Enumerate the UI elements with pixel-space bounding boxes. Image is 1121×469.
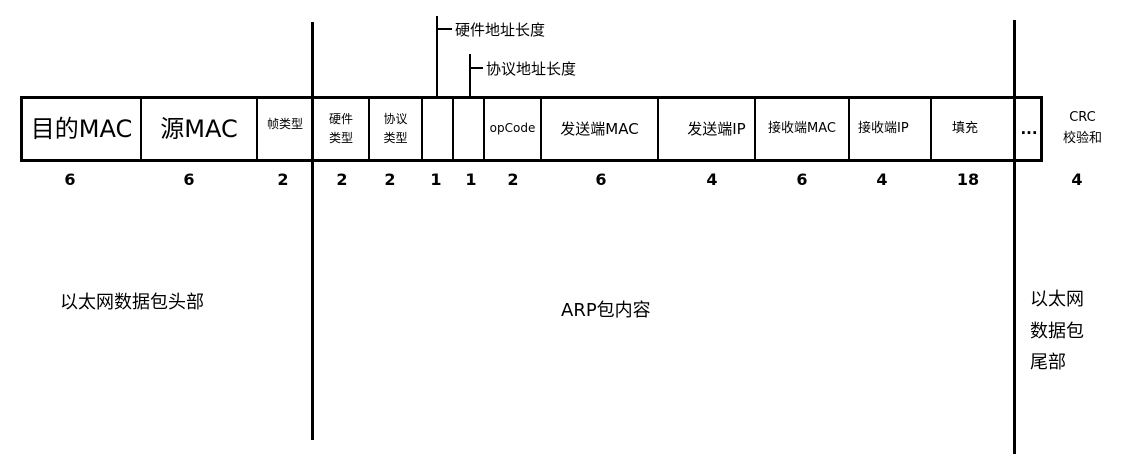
field-separator [256, 96, 258, 162]
size-target-ip: 4 [876, 170, 888, 189]
field-separator [1013, 96, 1015, 162]
field-separator [312, 96, 314, 162]
size-opcode: 2 [507, 170, 519, 189]
size-sender-mac: 6 [595, 170, 607, 189]
field-target-ip-label: 接收端IP [858, 120, 909, 136]
section-trailer-line2: 数据包 [1030, 320, 1084, 342]
field-separator [540, 96, 542, 162]
field-src-mac: 源MAC [142, 99, 256, 159]
proto-len-pointer [469, 54, 471, 96]
field-separator [848, 96, 850, 162]
size-proto-len: 1 [465, 170, 477, 189]
field-padding: 填充 [932, 99, 1013, 159]
field-src-mac-label: 源MAC [160, 114, 238, 143]
field-opcode-label: opCode [489, 121, 536, 136]
field-sender-ip-label: 发送端IP [687, 120, 746, 138]
field-target-mac: 接收端MAC [756, 99, 848, 159]
field-sender-mac-label: 发送端MAC [560, 120, 639, 138]
size-hw-type: 2 [336, 170, 348, 189]
field-separator [421, 96, 423, 162]
field-crc-line1: CRC [1069, 110, 1096, 126]
section-arp-content: ARP包内容 [561, 300, 651, 321]
field-opcode: opCode [485, 99, 540, 159]
section-trailer-line3: 尾部 [1030, 352, 1066, 373]
field-frame-type-label: 帧类型 [266, 117, 303, 131]
size-hw-len: 1 [430, 170, 442, 189]
size-src-mac: 6 [183, 170, 195, 189]
field-frame-type: 帧类型 [258, 99, 312, 159]
size-frame-type: 2 [277, 170, 289, 189]
packet-frame [20, 96, 1043, 162]
field-separator [452, 96, 454, 162]
field-proto-type-line1: 协议 [383, 111, 408, 126]
proto-len-tick [469, 67, 483, 69]
field-separator [368, 96, 370, 162]
hw-len-tick [436, 28, 452, 30]
field-hw-type: 硬件 类型 [314, 99, 368, 159]
size-sender-ip: 4 [706, 170, 718, 189]
field-ellipsis: ... [1015, 99, 1043, 159]
field-sender-ip: 发送端IP [659, 99, 754, 159]
size-padding: 18 [956, 170, 980, 189]
hw-len-pointer [436, 16, 438, 96]
section-ethernet-trailer: 以太网 数据包 尾部 [1030, 284, 1084, 379]
field-separator [140, 96, 142, 162]
section-trailer-line1: 以太网 [1030, 289, 1084, 310]
field-crc: CRC 校验和 [1045, 99, 1120, 159]
size-dest-mac: 6 [64, 170, 76, 189]
size-target-mac: 6 [796, 170, 808, 189]
field-ellipsis-label: ... [1020, 120, 1038, 138]
proto-len-annotation: 协议地址长度 [486, 60, 577, 78]
field-separator [930, 96, 932, 162]
arp-trailer-divider [1013, 20, 1016, 454]
field-hw-type-line1: 硬件 [328, 111, 353, 126]
field-separator [754, 96, 756, 162]
field-dest-mac: 目的MAC [23, 99, 140, 159]
field-target-ip: 接收端IP [850, 99, 930, 159]
size-crc: 4 [1071, 170, 1083, 189]
header-arp-divider [311, 22, 314, 440]
field-target-mac-label: 接收端MAC [768, 120, 836, 136]
field-padding-label: 填充 [952, 120, 979, 136]
section-ethernet-header: 以太网数据包头部 [60, 292, 204, 313]
field-separator [657, 96, 659, 162]
size-proto-type: 2 [384, 170, 396, 189]
field-sender-mac: 发送端MAC [542, 99, 657, 159]
field-proto-type: 协议 类型 [370, 99, 421, 159]
field-separator [483, 96, 485, 162]
field-proto-type-line2: 类型 [383, 131, 408, 145]
field-dest-mac-label: 目的MAC [30, 114, 133, 143]
field-crc-line2: 校验和 [1062, 131, 1102, 146]
field-hw-type-line2: 类型 [328, 131, 353, 145]
hw-len-annotation: 硬件地址长度 [455, 21, 546, 39]
